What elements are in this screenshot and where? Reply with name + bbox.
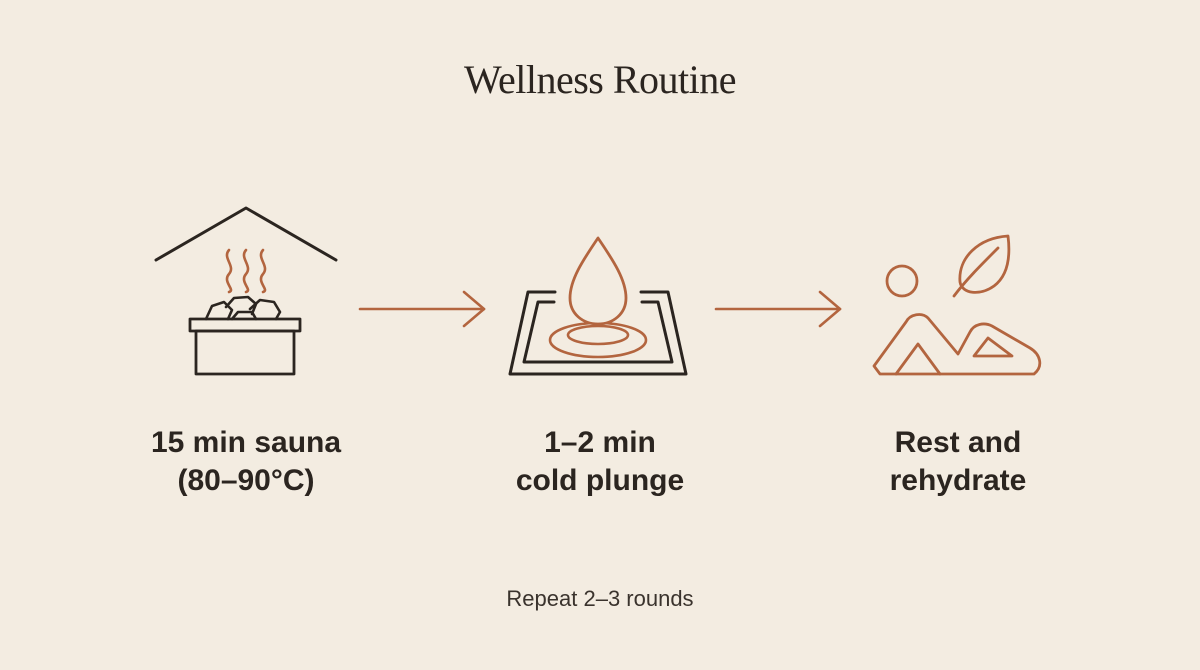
repeat-note: Repeat 2–3 rounds — [506, 586, 694, 611]
step-sauna-line2: (80–90°C) — [177, 464, 315, 497]
step-rest-line1: Rest and — [894, 426, 1022, 459]
leaf-icon — [952, 234, 1011, 298]
cold-plunge-icon — [508, 236, 688, 376]
step-label-sauna: 15 min sauna (80–90°C) — [96, 424, 396, 500]
arrow-right-icon — [358, 290, 486, 328]
arrow-right-icon — [714, 290, 842, 328]
step-sauna-line1: 15 min sauna — [150, 426, 342, 459]
page-title: Wellness Routine — [463, 57, 737, 102]
step-label-rest: Rest and rehydrate — [808, 424, 1108, 500]
step-plunge-line1: 1–2 min — [544, 426, 656, 459]
step-rest-line2: rehydrate — [889, 464, 1027, 497]
sauna-icon — [154, 206, 338, 376]
resting-person-icon — [872, 264, 1042, 376]
step-plunge-line2: cold plunge — [515, 464, 685, 497]
step-label-cold-plunge: 1–2 min cold plunge — [450, 424, 750, 500]
